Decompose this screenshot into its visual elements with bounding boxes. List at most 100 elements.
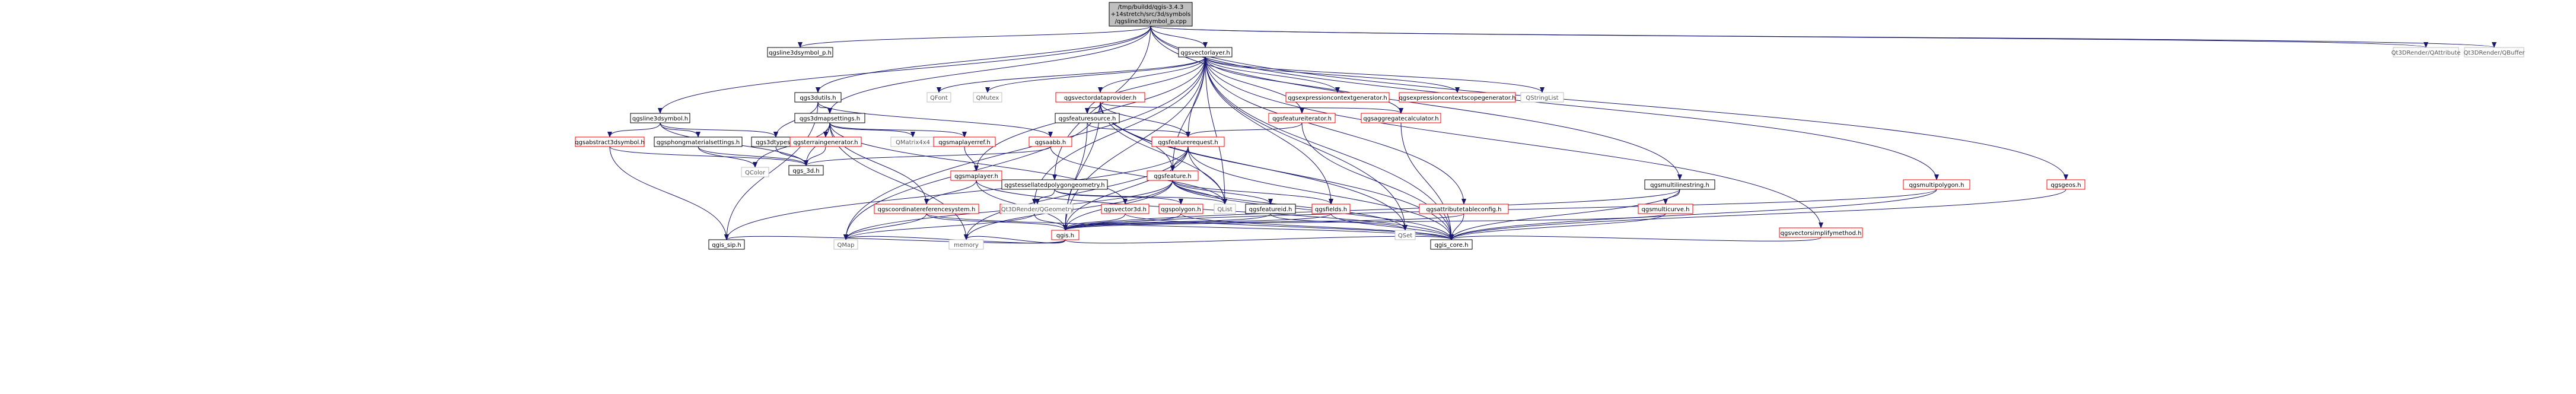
node-maplayerref[interactable]: qgsmaplayerref.h <box>933 136 996 147</box>
node-phongmaterial[interactable]: qgsphongmaterialsettings.h <box>654 136 743 147</box>
node-label: QColor <box>745 170 766 176</box>
edge-dataprovider-to-featurerequest <box>1100 101 1190 138</box>
node-label: memory <box>954 242 979 249</box>
node-exprscopegen[interactable]: qgsexpressioncontextscopegenerator.h <box>1399 92 1516 103</box>
node-polygon[interactable]: qgspolygon.h <box>1158 204 1203 214</box>
node-label: qgsvectorlayer.h <box>1180 50 1230 56</box>
node-box <box>630 113 690 123</box>
edge-aabb-to-qgs3d <box>804 146 1051 166</box>
edge-featureiterator-to-featurerequest <box>1186 122 1303 138</box>
node-label: qgs3dutils.h <box>800 95 836 101</box>
node-qgssip[interactable]: qgis_sip.h <box>708 239 745 250</box>
node-aggregatecalc[interactable]: qgsaggregatecalculator.h <box>1361 113 1441 123</box>
node-box <box>1029 136 1072 147</box>
node-label: qgsvector3d.h <box>1104 206 1147 213</box>
node-vectorsimplify[interactable]: qgsvectorsimplifymethod.h <box>1779 227 1863 238</box>
edge-aggregatecalc-to-qgscore <box>1400 122 1454 240</box>
node-qt3dbuf: Qt3DRender/QBuffer <box>2463 47 2525 58</box>
node-box <box>1779 227 1863 238</box>
node-label: qgs3dmapsettings.h <box>800 116 860 122</box>
node-label: qgsexpressioncontextgenerator.h <box>1288 95 1387 101</box>
node-featurerequest[interactable]: qgsfeaturerequest.h <box>1151 136 1225 147</box>
node-exprctxgen[interactable]: qgsexpressioncontextgenerator.h <box>1285 92 1390 103</box>
node-label: qgs3dtypes.h <box>756 139 796 146</box>
node-coordrefsys[interactable]: qgscoordinatereferencesystem.h <box>874 204 979 214</box>
node-attrtableconfig[interactable]: qgsattributetableconfig.h <box>1419 204 1509 214</box>
edge-phongmaterial-to-qcolor <box>698 146 757 168</box>
node-qgis[interactable]: qgis.h <box>1051 230 1080 240</box>
node-dataprovider[interactable]: qgsvectordataprovider.h <box>1055 92 1145 103</box>
node-utils3d[interactable]: qgs3dutils.h <box>794 92 842 103</box>
node-label: qgsline3dsymbol_p.h <box>769 50 832 56</box>
node-multipolygon[interactable]: qgsmultipolygon.h <box>1903 179 1970 190</box>
node-mapsettings3d[interactable]: qgs3dmapsettings.h <box>794 113 865 123</box>
node-box <box>874 204 979 214</box>
node-vectorlayer[interactable]: qgsvectorlayer.h <box>1178 47 1233 58</box>
edge-multilinestring-to-qgscore <box>1449 189 1680 240</box>
node-label: qgsterraingenerator.h <box>793 139 858 146</box>
node-box <box>788 165 824 176</box>
node-line3dsymbol[interactable]: qgsline3dsymbol.h <box>630 113 690 123</box>
node-tessgeom[interactable]: qgstessellatedpolygongeometry.h <box>1001 179 1108 190</box>
node-featureiterator[interactable]: qgsfeatureiterator.h <box>1268 113 1336 123</box>
node-featuresource[interactable]: qgsfeaturesource.h <box>1055 113 1120 123</box>
node-featured[interactable]: qgsfeatureid.h <box>1245 204 1296 214</box>
edge-vector3d-to-qgscore <box>1125 213 1454 240</box>
node-qgscore[interactable]: qgis_core.h <box>1430 239 1473 250</box>
node-root[interactable]: /tmp/buildd/qgis-3.4.3+14stretch/src/3d/… <box>1109 2 1193 27</box>
node-terraingen[interactable]: qgsterraingenerator.h <box>789 136 862 147</box>
node-vector3d[interactable]: qgsvector3d.h <box>1101 204 1150 214</box>
nodes-layer: /tmp/buildd/qgis-3.4.3+14stretch/src/3d/… <box>575 2 2525 250</box>
node-box <box>794 92 842 103</box>
node-qgs3d[interactable]: qgs_3d.h <box>788 165 824 176</box>
node-box <box>1638 204 1693 214</box>
node-box <box>2046 179 2085 190</box>
edge-featureiterator-to-qgscore <box>1301 122 1454 240</box>
node-label: qgsabstract3dsymbol.h <box>575 139 645 146</box>
node-geos[interactable]: qgsgeos.h <box>2046 179 2085 190</box>
node-label: qgsvectordataprovider.h <box>1064 95 1136 101</box>
node-box <box>654 136 743 147</box>
edge-terraingen-to-qgs3d <box>804 146 826 166</box>
edge-qgis-to-qgscore <box>1065 234 1454 244</box>
edge-tessgeom-to-qt3dgeom <box>1035 189 1055 205</box>
edge-line3dsymbol-to-phongmaterial <box>660 122 700 138</box>
edge-dataprovider-to-feature <box>1100 101 1175 171</box>
node-box <box>575 136 645 147</box>
node-box <box>1109 2 1193 27</box>
node-box <box>1001 179 1108 190</box>
node-abstract3dsymbol[interactable]: qgsabstract3dsymbol.h <box>575 136 645 147</box>
node-line3dsymbol_p[interactable]: qgsline3dsymbol_p.h <box>767 47 833 58</box>
node-maplayer[interactable]: qgsmaplayer.h <box>950 170 1002 181</box>
edge-utils3d-to-aabb <box>817 101 1053 138</box>
node-multilinestring[interactable]: qgsmultilinestring.h <box>1644 179 1715 190</box>
node-box <box>1158 204 1203 214</box>
node-label: QMap <box>838 242 855 249</box>
node-multicurve[interactable]: qgsmulticurve.h <box>1638 204 1693 214</box>
edge-fields-to-qgscore <box>1330 213 1454 240</box>
edge-polygon-to-qgis <box>1063 213 1182 231</box>
node-fields[interactable]: qgsfields.h <box>1311 204 1351 214</box>
edge-vectorlayer-to-feature <box>1170 56 1206 171</box>
node-box <box>2393 47 2459 58</box>
edge-dataprovider-to-aggregatecalc <box>1100 101 1403 114</box>
edge-featured-to-qgis <box>1063 213 1271 231</box>
node-box <box>794 113 865 123</box>
node-box <box>708 239 745 250</box>
edge-abstract3dsymbol-to-qgssip <box>609 146 729 240</box>
node-box <box>1419 204 1509 214</box>
edge-vectorlayer-to-vectorsimplify <box>1205 56 1823 228</box>
node-box <box>1903 179 1970 190</box>
node-feature[interactable]: qgsfeature.h <box>1147 170 1199 181</box>
node-box <box>950 170 1002 181</box>
edge-vectorlayer-to-featureiterator <box>1205 56 1304 114</box>
edge-polygon-to-qgscore <box>1180 213 1454 240</box>
node-qcolor: QColor <box>741 167 769 177</box>
node-aabb[interactable]: qgsaabb.h <box>1029 136 1072 147</box>
node-label: qgspolygon.h <box>1161 206 1201 213</box>
edge-editformconfig-to-qmap <box>843 213 1035 240</box>
edge-featurerequest-to-qgscore <box>1187 146 1454 240</box>
edge-line3dsymbol-to-abstract3dsymbol <box>607 122 661 138</box>
node-label: qgsmaplayer.h <box>954 173 998 180</box>
node-label: qgsmaplayerref.h <box>938 139 990 146</box>
